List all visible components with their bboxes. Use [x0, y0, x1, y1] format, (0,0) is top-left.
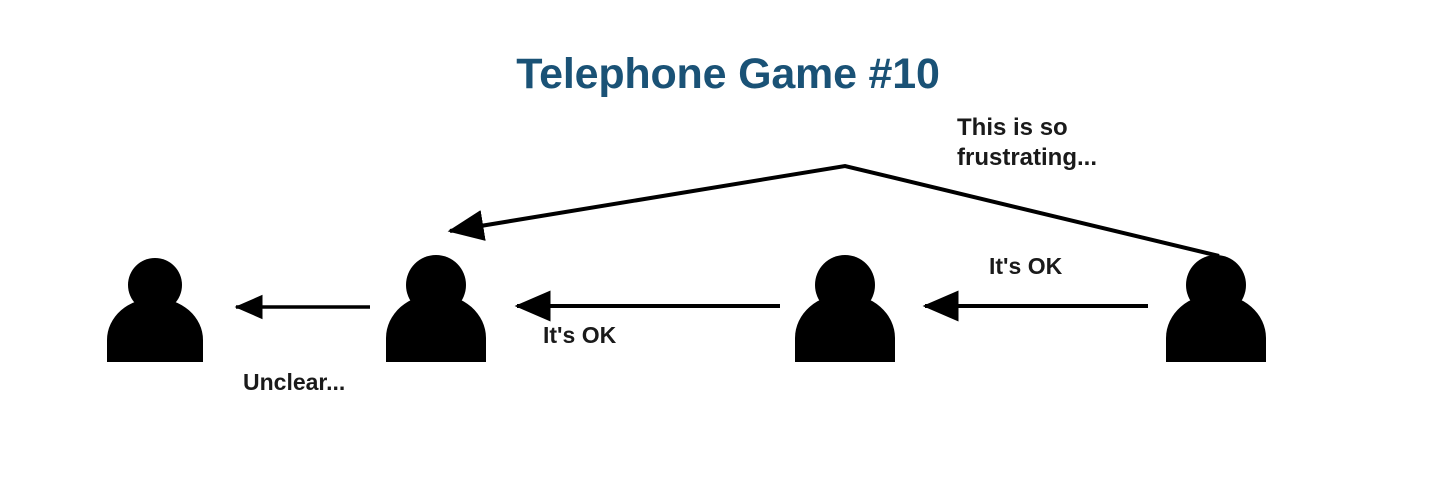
message-label-frustrating: This is so frustrating...: [957, 114, 1098, 171]
page-title: Telephone Game #10: [516, 50, 940, 98]
person-figure-4: [1166, 255, 1266, 362]
message-label-ok-right: It's OK: [989, 253, 1063, 279]
person-figure-3: [795, 255, 895, 362]
person-figure-1: [107, 258, 203, 362]
message-label-ok-mid: It's OK: [543, 322, 617, 348]
person-figure-2: [386, 255, 486, 362]
message-label-unclear: Unclear...: [243, 369, 346, 395]
arrow-person4-to-person2-overhead: [447, 163, 1220, 258]
